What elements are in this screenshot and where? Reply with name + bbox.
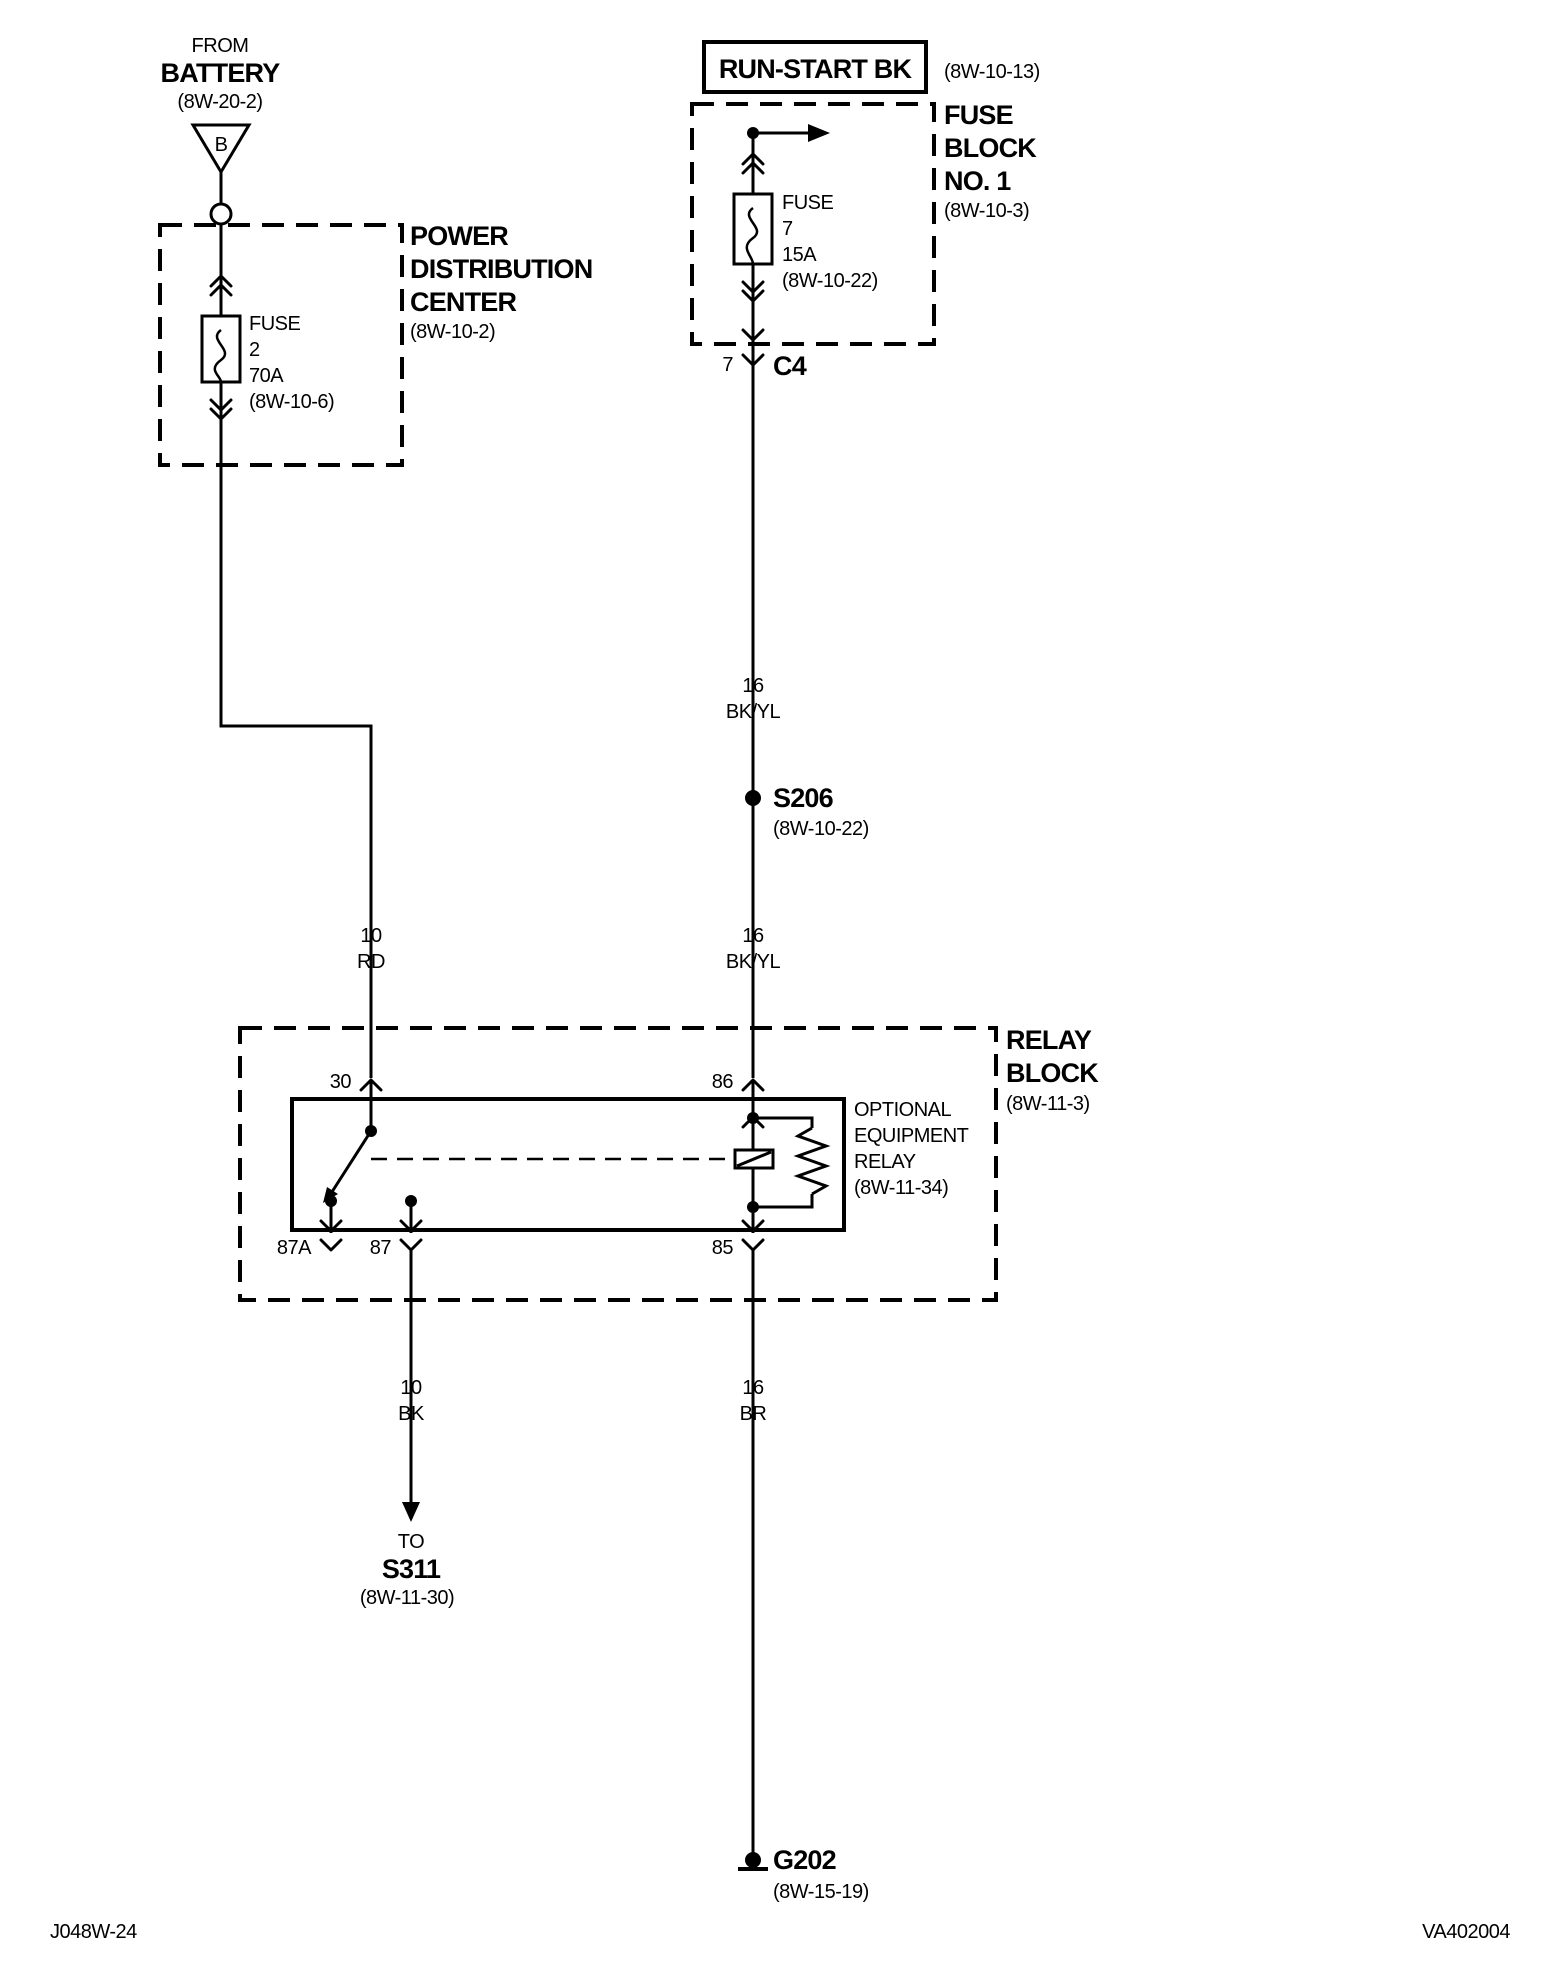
wire-rd-color: RD bbox=[357, 951, 385, 973]
relay-coil bbox=[733, 1078, 831, 1252]
fuse-block-ref: (8W-10-3) bbox=[944, 200, 1029, 222]
relay-pin-86: 86 bbox=[712, 1071, 734, 1093]
pdc-box bbox=[158, 223, 404, 467]
wire-br-color: BR bbox=[740, 1403, 767, 1425]
footer-left-code: J048W-24 bbox=[50, 1921, 137, 1943]
ground-symbol bbox=[738, 1852, 768, 1871]
wire-rd-gauge: 10 bbox=[360, 925, 382, 947]
battery-connector-symbol: B bbox=[190, 123, 252, 226]
relay-pin-87a: 87A bbox=[277, 1237, 312, 1259]
footer-right-code: VA402004 bbox=[1422, 1921, 1510, 1943]
pdc-ref: (8W-10-2) bbox=[410, 321, 495, 343]
relay-name-2: EQUIPMENT bbox=[854, 1125, 969, 1147]
splice-ref: (8W-10-22) bbox=[773, 818, 869, 840]
wire-rd bbox=[219, 428, 373, 1078]
pdc-title-1: POWER bbox=[410, 221, 508, 251]
pdc-title-2: DISTRIBUTION bbox=[410, 254, 592, 284]
splice-name: S206 bbox=[773, 783, 834, 813]
ground-name: G202 bbox=[773, 1845, 836, 1875]
wire-bk-color: BK bbox=[398, 1403, 425, 1425]
battery-connector-letter: B bbox=[215, 134, 228, 156]
destination-name: S311 bbox=[382, 1554, 441, 1584]
relay-ref: (8W-11-34) bbox=[854, 1177, 948, 1199]
pdc-fuse-ref: (8W-10-6) bbox=[249, 391, 334, 413]
fuse-block-fuse-rating: 15A bbox=[782, 244, 817, 266]
relay-pin-87: 87 bbox=[370, 1237, 392, 1259]
fuse-block-title-2: BLOCK bbox=[944, 133, 1037, 163]
fuse-block-fuse-number: 7 bbox=[782, 218, 793, 240]
run-start-ref: (8W-10-13) bbox=[944, 61, 1040, 83]
wire-bk-gauge: 10 bbox=[400, 1377, 422, 1399]
ground-ref: (8W-15-19) bbox=[773, 1881, 869, 1903]
battery-name: BATTERY bbox=[161, 58, 281, 88]
fuse-block-box bbox=[690, 102, 936, 346]
pdc-title-3: CENTER bbox=[410, 287, 517, 317]
fuse-block-fuse-ref: (8W-10-22) bbox=[782, 270, 878, 292]
relay-block-box bbox=[238, 1026, 998, 1302]
relay-block-title-1: RELAY bbox=[1006, 1025, 1092, 1055]
relay-block-title-2: BLOCK bbox=[1006, 1058, 1099, 1088]
pdc-fuse-symbol bbox=[200, 224, 242, 428]
wire-bk-arrow bbox=[402, 1502, 420, 1522]
splice-dot bbox=[745, 790, 761, 806]
c4-pin: 7 bbox=[722, 354, 733, 376]
run-start-box bbox=[702, 40, 928, 94]
relay-name-3: RELAY bbox=[854, 1151, 916, 1173]
fuse-block-title-1: FUSE bbox=[944, 100, 1013, 130]
c4-connector: C4 bbox=[773, 351, 807, 381]
destination-ref: (8W-11-30) bbox=[360, 1587, 454, 1609]
relay-switch bbox=[319, 1078, 734, 1252]
wire-bkyl-lower-color: BK/YL bbox=[726, 951, 781, 973]
battery-from-label: FROM bbox=[192, 35, 249, 57]
run-start-label: RUN-START BK bbox=[719, 54, 913, 84]
relay-name-1: OPTIONAL bbox=[854, 1099, 952, 1121]
wire-bkyl-lower-gauge: 16 bbox=[742, 925, 764, 947]
fuse-block-fuse-label: FUSE bbox=[782, 192, 834, 214]
wire-bkyl-upper-color: BK/YL bbox=[726, 701, 781, 723]
pdc-fuse-label: FUSE bbox=[249, 313, 301, 335]
destination-to-label: TO bbox=[398, 1531, 424, 1553]
battery-ref: (8W-20-2) bbox=[177, 91, 262, 113]
pdc-fuse-rating: 70A bbox=[249, 365, 284, 387]
relay-pin-85: 85 bbox=[712, 1237, 734, 1259]
relay-body bbox=[290, 1097, 846, 1232]
fuse-block-title-3: NO. 1 bbox=[944, 166, 1011, 196]
relay-block-ref: (8W-11-3) bbox=[1006, 1093, 1090, 1115]
wire-br-gauge: 16 bbox=[742, 1377, 764, 1399]
wire-bkyl-upper-gauge: 16 bbox=[742, 675, 764, 697]
relay-pin-30: 30 bbox=[330, 1071, 352, 1093]
pdc-fuse-number: 2 bbox=[249, 339, 260, 361]
